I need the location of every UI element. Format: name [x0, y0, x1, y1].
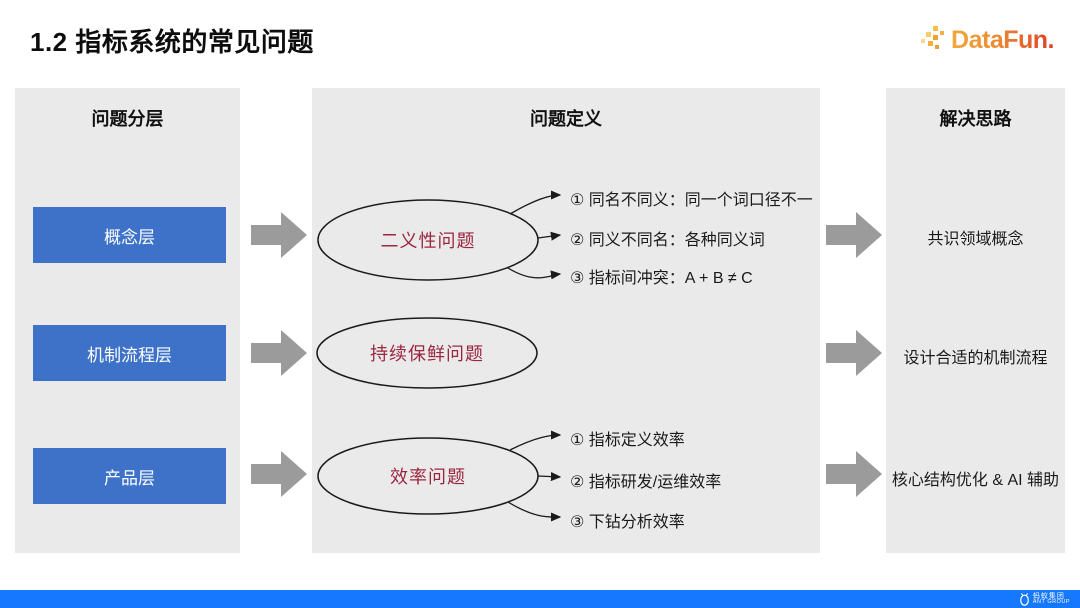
footer-bar: 蚂蚁集团 ANT GROUP: [0, 590, 1080, 608]
ant-group-logo: 蚂蚁集团 ANT GROUP: [1019, 591, 1070, 607]
thin-arrow-right-icon: [509, 190, 562, 215]
page-title: 1.2 指标系统的常见问题: [30, 27, 314, 57]
panel-problem-definition: 问题定义: [312, 88, 820, 553]
problem-ellipse-freshness: [316, 317, 538, 389]
problem-detail: ③ 指标间冲突：A + B ≠ C: [570, 270, 753, 287]
problem-detail: ② 同义不同名：各种同义词: [570, 232, 765, 249]
layer-box-label: 概念层: [104, 227, 155, 247]
footer-brand-en: ANT GROUP: [1032, 598, 1070, 605]
pixel-dots-icon: [921, 26, 945, 49]
panel-header-definition: 问题定义: [530, 109, 602, 129]
problem-label-freshness: 持续保鲜问题: [370, 344, 484, 364]
problem-diagram: [316, 190, 562, 522]
footer-brand-cn: 蚂蚁集团: [1032, 592, 1065, 600]
thin-arrow-right-icon: [537, 472, 562, 482]
layer-box-label: 产品层: [104, 468, 155, 488]
problem-detail: ① 同名不同义：同一个词口径不一: [570, 192, 813, 209]
panel-problem-layers: 问题分层 概念层 机制流程层 产品层: [15, 88, 240, 553]
thin-arrow-right-icon: [509, 430, 562, 451]
datafun-logo-text: DataFun.: [951, 25, 1054, 54]
thin-arrow-right-icon: [507, 501, 562, 522]
layer-box-concept: 概念层: [33, 207, 226, 263]
solution-item: 共识领域概念: [927, 231, 1024, 248]
block-arrow-right-icon: [826, 212, 882, 258]
thin-arrow-right-icon: [507, 267, 562, 280]
problem-label-ambiguity: 二义性问题: [380, 231, 476, 251]
thin-arrow-right-icon: [537, 231, 562, 241]
problem-label-efficiency: 效率问题: [390, 467, 466, 487]
problem-ellipse-ambiguity: [317, 199, 539, 281]
datafun-logo: DataFun.: [921, 24, 1054, 56]
layer-box-product: 产品层: [33, 448, 226, 504]
block-arrow-right-icon: [251, 330, 307, 376]
solution-item: 核心结构优化 & AI 辅助: [891, 472, 1060, 489]
problem-detail: ② 指标研发/运维效率: [570, 474, 722, 491]
block-arrow-right-icon: [251, 451, 307, 497]
panel-header-solutions: 解决思路: [939, 109, 1012, 129]
block-arrow-right-icon: [251, 212, 307, 258]
panel-solutions: 解决思路 共识领域概念 设计合适的机制流程 核心结构优化 & AI 辅助: [886, 88, 1065, 553]
problem-detail: ③ 下钻分析效率: [570, 514, 685, 531]
problem-detail: ① 指标定义效率: [570, 432, 685, 449]
ant-icon: [1019, 592, 1029, 606]
panel-header-layers: 问题分层: [91, 109, 164, 129]
layer-box-process: 机制流程层: [33, 325, 226, 381]
block-arrow-right-icon: [826, 330, 882, 376]
block-arrow-right-icon: [826, 451, 882, 497]
layer-box-label: 机制流程层: [87, 345, 172, 365]
solution-item: 设计合适的机制流程: [903, 350, 1048, 367]
